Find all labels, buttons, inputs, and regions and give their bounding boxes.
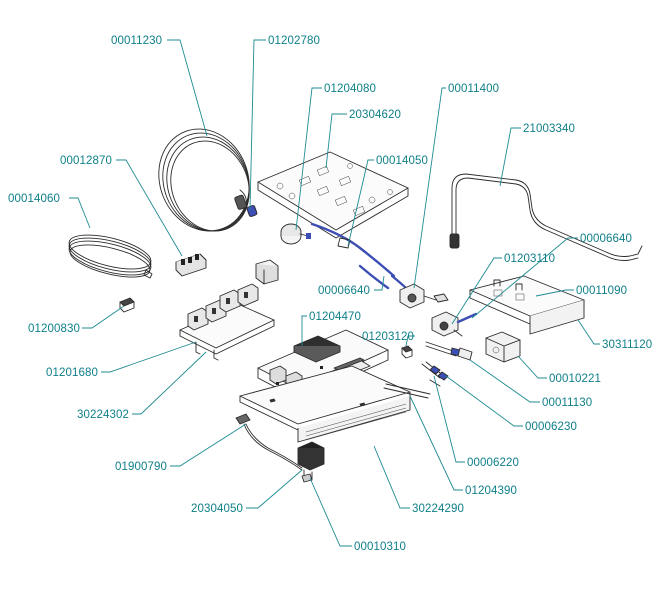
label-00011230: 00011230 <box>111 35 162 47</box>
valve-assembly <box>390 274 449 309</box>
label-21003340: 21003340 <box>523 123 575 135</box>
relay-board <box>179 283 275 361</box>
label-00012870: 00012870 <box>60 155 112 167</box>
label-00011400: 00011400 <box>448 83 499 95</box>
small-clip <box>119 297 135 313</box>
label-01202780: 01202780 <box>268 35 320 47</box>
drain-hose-coil <box>158 128 258 232</box>
label-00014050: 00014050 <box>376 155 428 167</box>
label-01200830: 01200830 <box>28 323 80 335</box>
heater-tube <box>383 383 431 399</box>
solenoid-valve <box>431 311 478 337</box>
drain-pump <box>485 331 521 363</box>
label-30224290: 30224290 <box>412 503 464 515</box>
label-01204470: 01204470 <box>309 311 361 323</box>
power-cable <box>235 413 303 471</box>
label-30311120: 30311120 <box>602 339 652 351</box>
hose-connectors <box>421 341 473 387</box>
label-20304620: 20304620 <box>349 109 401 121</box>
label-00006230: 00006230 <box>525 421 577 433</box>
small-fitting <box>401 345 413 359</box>
label-00011130: 00011130 <box>542 397 592 409</box>
label-01900790: 01900790 <box>115 461 167 473</box>
label-00010221: 00010221 <box>549 373 601 385</box>
label-00006220: 00006220 <box>467 457 519 469</box>
label-01203120: 01203120 <box>362 331 414 343</box>
terminal-block <box>175 253 207 277</box>
tubing-segment <box>358 264 390 290</box>
label-00006640-a: 00006640 <box>318 285 370 297</box>
label-00014060: 00014060 <box>8 193 60 205</box>
relay-bracket <box>255 259 279 285</box>
label-30224302: 30224302 <box>77 409 129 421</box>
base-chassis <box>239 365 411 443</box>
part-labels: 00011230 01202780 01204080 20304620 0001… <box>8 35 652 553</box>
label-01201680: 01201680 <box>46 367 98 379</box>
mounting-plate <box>257 151 409 239</box>
label-00010310: 00010310 <box>354 541 406 553</box>
label-00006640-b: 00006640 <box>580 233 632 245</box>
leader-lines <box>69 39 600 547</box>
label-20304050: 20304050 <box>191 503 243 515</box>
label-01204390: 01204390 <box>465 485 517 497</box>
blue-tube <box>310 222 396 278</box>
label-00011090: 00011090 <box>576 285 627 297</box>
label-01203110: 01203110 <box>504 253 555 265</box>
coiled-hose-left <box>68 234 153 279</box>
probe-wire <box>449 173 643 261</box>
power-switch <box>297 441 325 483</box>
label-01204080: 01204080 <box>324 83 376 95</box>
